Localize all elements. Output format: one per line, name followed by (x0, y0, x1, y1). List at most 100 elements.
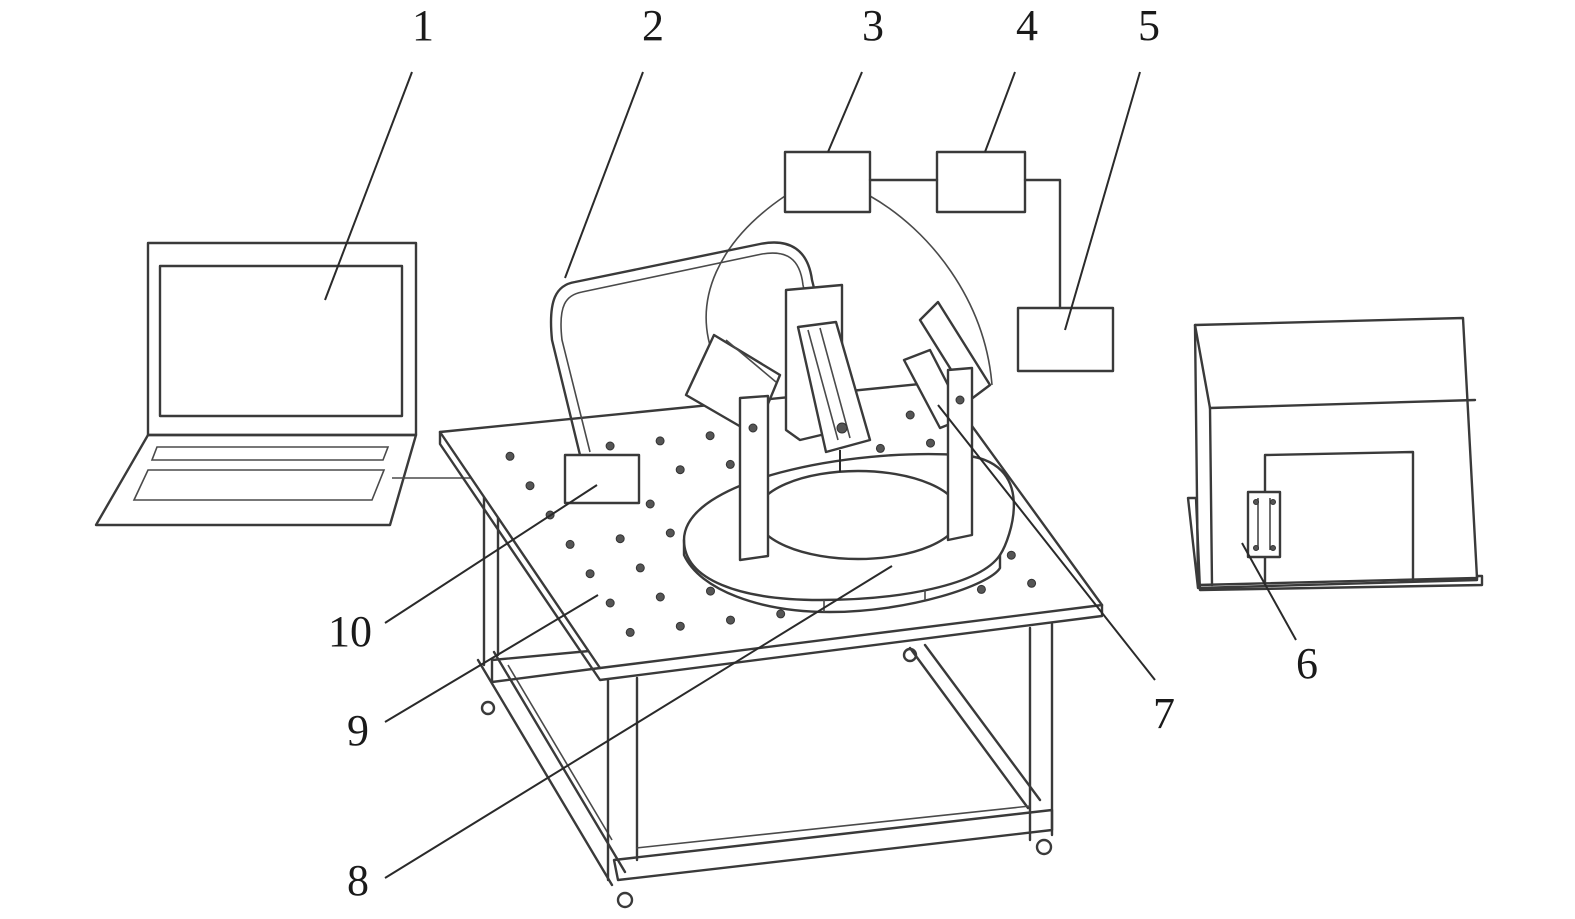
handle-screw (1253, 545, 1259, 551)
dome-line (705, 195, 786, 361)
callout-10: 10 (328, 607, 372, 656)
table-hole (1006, 550, 1016, 560)
link-4-5 (1023, 178, 1062, 310)
callout-6: 6 (1296, 639, 1318, 688)
leader-7 (937, 404, 1156, 681)
dome-outline (705, 195, 993, 386)
leader-4 (984, 71, 1016, 153)
table-hole (675, 621, 685, 631)
table-hole (726, 615, 735, 625)
laptop (94, 241, 418, 527)
right-post (946, 366, 974, 542)
leader-2 (564, 71, 644, 279)
cabinet-body (1193, 316, 1479, 587)
sensor-arm-rail (807, 329, 839, 441)
leader-3 (827, 71, 863, 153)
cabinet (1186, 316, 1484, 592)
callout-labels: 1 2 3 4 5 6 7 8 9 10 (328, 1, 1318, 905)
frame-bar (476, 658, 614, 887)
central-fixture (684, 283, 992, 562)
laptop-screen (158, 264, 404, 418)
arch-tube (549, 241, 824, 457)
table-hole (665, 528, 675, 538)
arch-tube-inner (560, 252, 813, 453)
callout-9: 9 (347, 706, 369, 755)
handle-screw (1253, 499, 1259, 505)
handle-screw (1270, 499, 1276, 505)
module-boxes (783, 150, 1115, 373)
bottom-rail (612, 808, 1054, 882)
callout-1: 1 (412, 1, 434, 50)
laptop-keyboard (132, 469, 386, 501)
cabinet-side-edge (1193, 323, 1212, 410)
callout-8: 8 (347, 856, 369, 905)
table-hole (525, 481, 535, 491)
bolt (748, 423, 758, 433)
leader-8 (384, 565, 893, 879)
table-hole (1027, 578, 1037, 588)
leader-10 (384, 484, 598, 624)
cabinet-front-edge (1208, 406, 1214, 587)
table-hole (926, 438, 935, 448)
table-hole (625, 627, 635, 637)
sensor-arm-rail (819, 327, 851, 439)
table-hole (905, 410, 915, 420)
table-hole (675, 465, 685, 475)
table-hole (635, 563, 645, 573)
table-frame (476, 488, 1054, 909)
cabinet-lid-edge (1208, 398, 1477, 410)
bottom-rail (635, 805, 1031, 849)
table-hole (655, 592, 665, 602)
laptop-keyboard-row (150, 446, 390, 461)
cabinet-base (1186, 496, 1484, 592)
frame-bar (908, 646, 1030, 810)
frame-bar (923, 643, 1042, 802)
control-box (563, 453, 641, 505)
table-hole (605, 598, 615, 608)
table-hole (776, 609, 786, 619)
callout-3: 3 (862, 1, 884, 50)
table-hole (505, 451, 515, 461)
table-hole (976, 584, 986, 594)
table-hole (645, 499, 655, 509)
callout-7: 7 (1153, 689, 1175, 738)
frame-bar (492, 650, 627, 874)
caster-wheel (480, 700, 496, 716)
frame-bar (507, 664, 613, 841)
dome-line (869, 195, 993, 386)
table-hole (615, 534, 625, 544)
fixture-rail (725, 339, 777, 383)
handle-screw (1270, 545, 1276, 551)
left-post (738, 394, 770, 562)
leader-5 (1064, 71, 1141, 331)
table-hole (605, 441, 615, 451)
module-box-3 (783, 150, 872, 214)
caster-wheel (616, 891, 634, 909)
table-hole (725, 459, 735, 469)
module-box-4 (935, 150, 1027, 214)
leader-6 (1241, 542, 1297, 641)
table-hole (565, 539, 575, 549)
cable-arch (549, 241, 824, 457)
bolt (836, 422, 848, 434)
callout-4: 4 (1016, 1, 1038, 50)
laptop-base (94, 433, 418, 527)
ring-opening (754, 469, 962, 561)
callout-5: 5 (1138, 1, 1160, 50)
laptop-lid (146, 241, 418, 437)
table-hole (706, 586, 715, 596)
leader-1 (324, 71, 413, 301)
leader-lines (324, 71, 1297, 879)
sensor-arm (796, 320, 872, 454)
table-hole (875, 443, 885, 453)
caster-wheel (902, 647, 918, 663)
table-hole (705, 431, 715, 441)
ring-base-edge (682, 538, 1002, 614)
callout-2: 2 (642, 1, 664, 50)
leader-9 (384, 594, 599, 723)
bolt (955, 395, 965, 405)
module-box-5 (1016, 306, 1115, 373)
table-hole (585, 569, 595, 579)
caster-wheel (1035, 838, 1053, 856)
